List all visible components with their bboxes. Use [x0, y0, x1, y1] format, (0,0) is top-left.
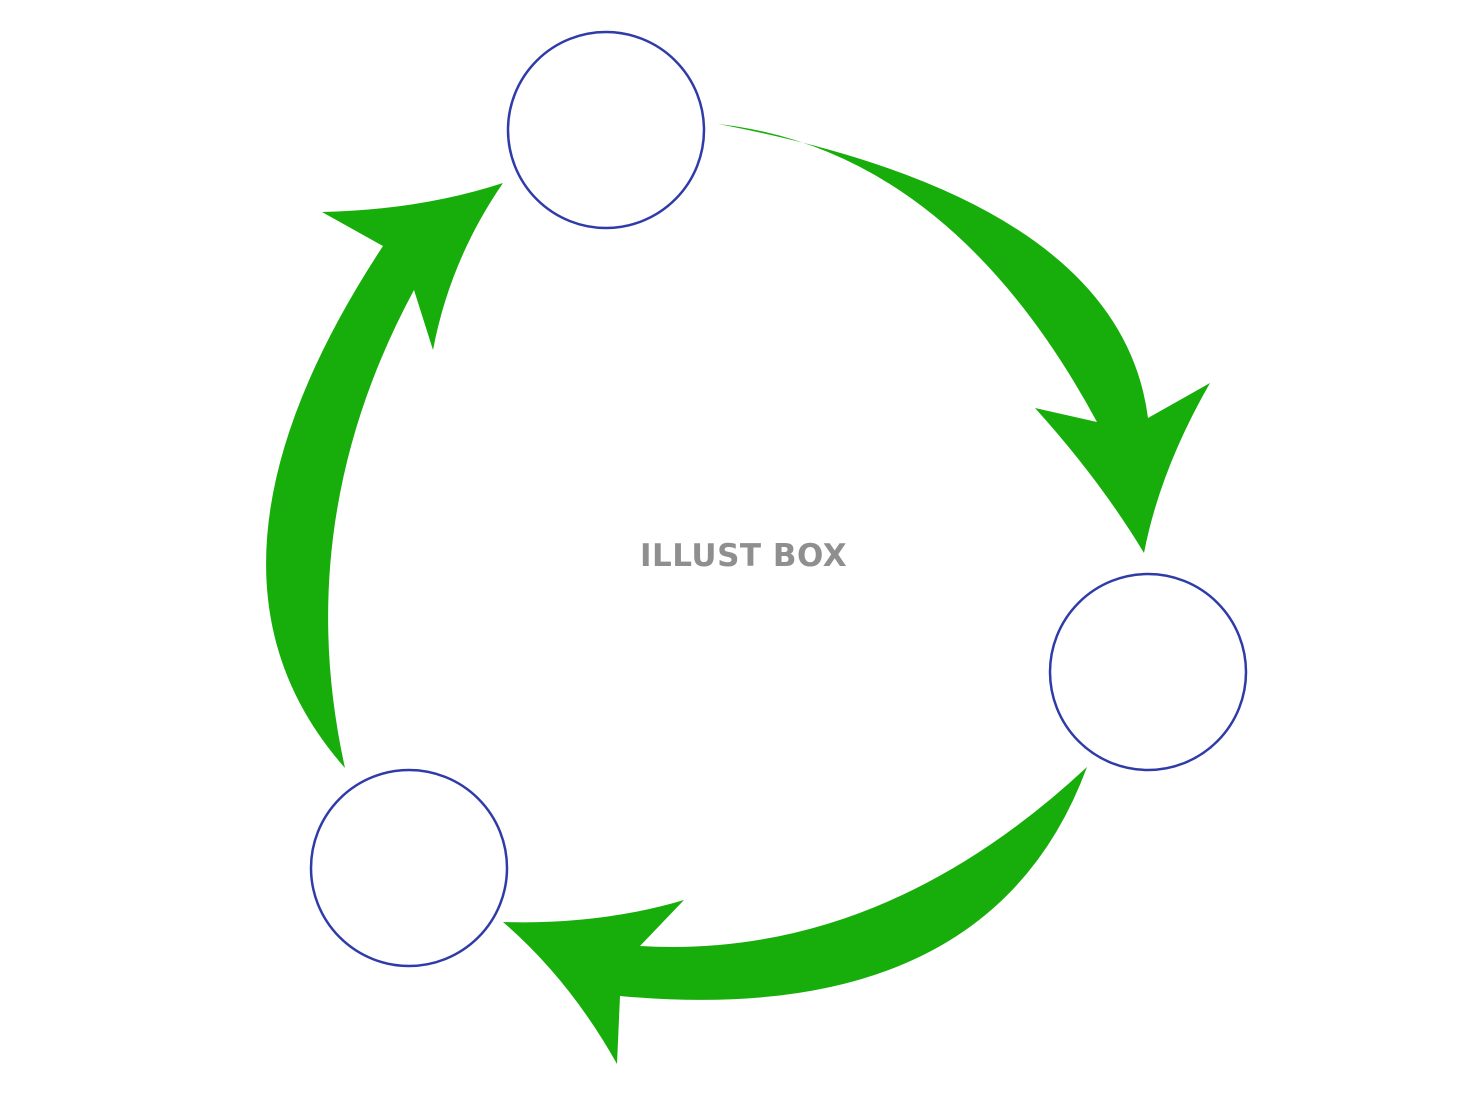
- node-circle-top: [506, 30, 706, 230]
- arrow-bottom-left-to-top: [266, 183, 503, 768]
- node-circle-right: [1048, 572, 1248, 772]
- node-circle-bottom-left: [309, 768, 509, 968]
- arrow-right-to-bottom-left: [503, 767, 1087, 1064]
- watermark-text: ILLUST BOX: [640, 538, 848, 574]
- arrow-top-to-right: [718, 124, 1210, 553]
